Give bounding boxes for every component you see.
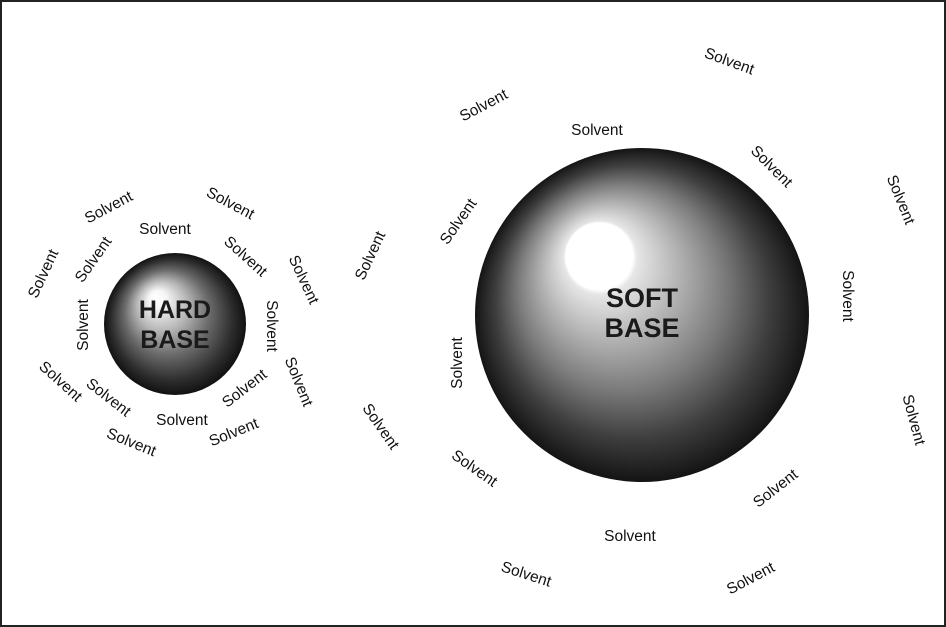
soft-base-sphere (475, 148, 809, 482)
hard-base-group: HARD BASE (104, 253, 246, 395)
solvent-label: Solvent (724, 559, 778, 599)
solvent-label: Solvent (702, 45, 757, 79)
solvent-label: Solvent (437, 195, 481, 248)
solvent-label: Solvent (35, 358, 85, 406)
solvent-label: Solvent (839, 270, 856, 322)
soft-base-group: SOFT BASE (475, 148, 809, 482)
solvent-label: Solvent (220, 233, 270, 281)
solvent-label: Solvent (571, 122, 623, 139)
solvent-label: Solvent (883, 173, 918, 228)
solvent-label: Solvent (898, 393, 928, 448)
solvent-label: Solvent (82, 188, 136, 228)
solvent-label: Solvent (285, 253, 323, 308)
solvent-label: Solvent (750, 466, 802, 512)
solvent-label: Solvent (156, 412, 208, 429)
solvent-label: Solvent (72, 233, 116, 286)
soft-base-label-line1: SOFT (606, 283, 679, 313)
hard-base-label-line1: HARD (139, 296, 211, 324)
solvent-label: Solvent (499, 559, 554, 591)
soft-base-label-line2: BASE (604, 313, 679, 343)
solvent-label: Solvent (83, 375, 135, 421)
solvent-label: Solvent (448, 447, 501, 491)
solvent-label: Solvent (207, 415, 262, 450)
solvent-label: Solvent (281, 355, 316, 410)
solvent-label: Solvent (604, 528, 656, 545)
hard-base-label-line2: BASE (140, 326, 209, 354)
solvent-label: Solvent (359, 401, 403, 454)
solvent-label: Solvent (139, 221, 191, 238)
solvent-label: Solvent (352, 228, 390, 283)
solvent-label: Solvent (263, 300, 280, 352)
solvent-label: Solvent (25, 246, 63, 301)
solvent-label: Solvent (747, 142, 796, 191)
solvent-label: Solvent (449, 336, 466, 388)
solvent-label: Solvent (203, 184, 257, 224)
solvent-label: Solvent (219, 366, 271, 412)
solvent-label: Solvent (75, 298, 92, 350)
hard-base-sphere (104, 253, 246, 395)
solvent-label: Solvent (104, 425, 159, 460)
solvent-label: Solvent (457, 86, 511, 126)
